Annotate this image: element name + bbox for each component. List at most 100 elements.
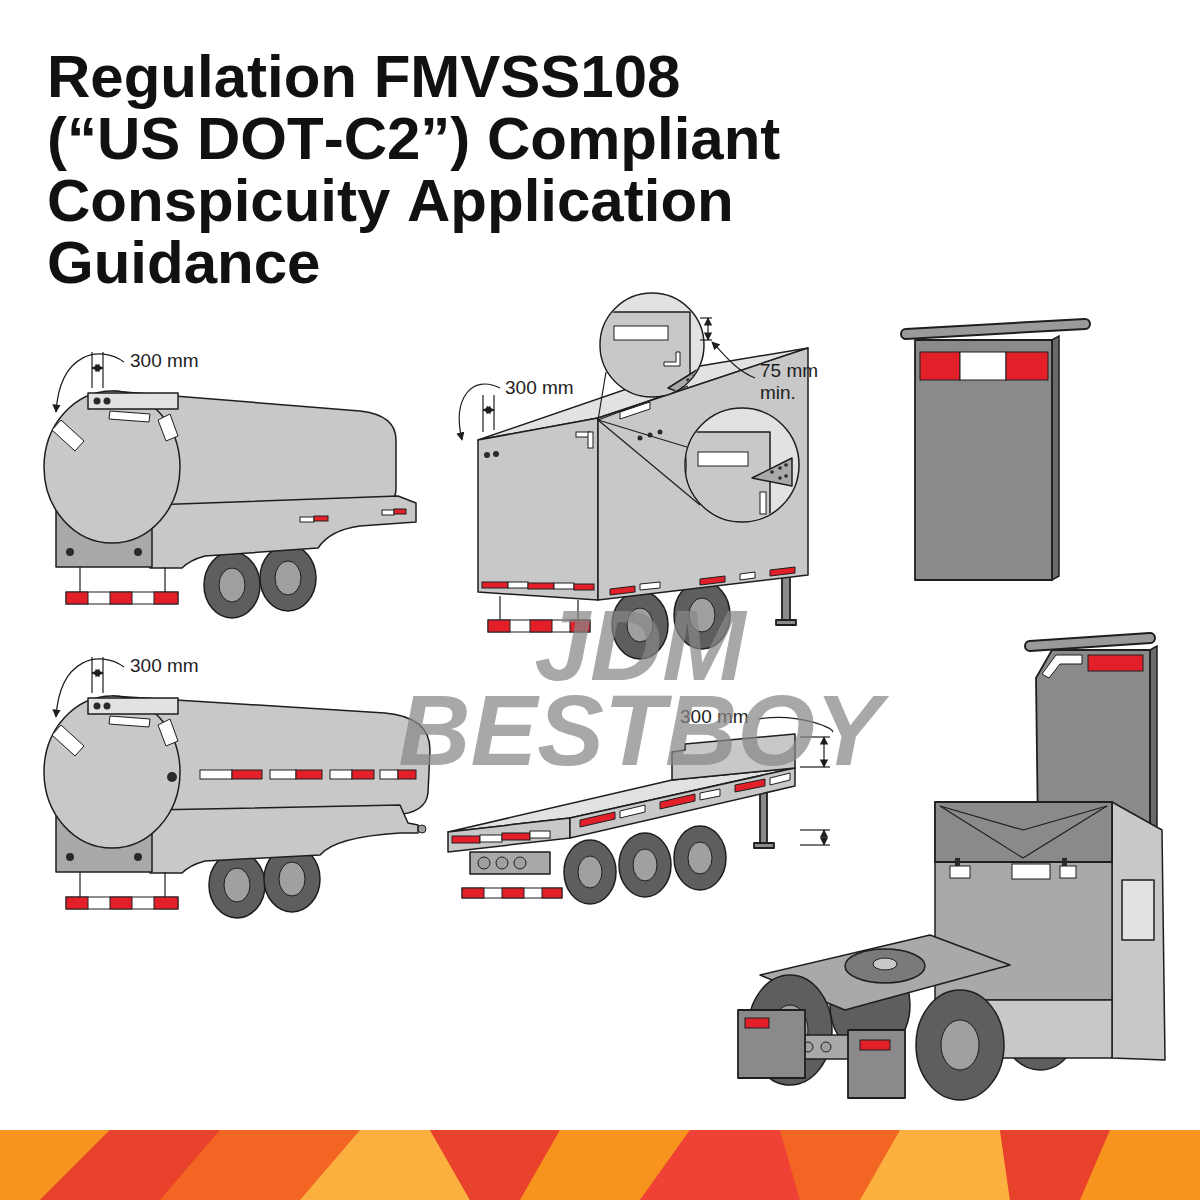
box-trailer-part-part: [698, 452, 748, 466]
tanker-trailer-part: [209, 852, 265, 918]
tanker-trailer-part: [330, 770, 352, 779]
tanker-trailer-part: [164, 567, 165, 592]
tanker-trailer-part: [52, 420, 84, 451]
tractor-unit-part: [745, 1018, 769, 1028]
box-trailer-part-part: [784, 463, 788, 467]
tanker-trailer-part: [109, 411, 150, 422]
box-trailer-part-part: [692, 374, 696, 378]
tanker-trailer-part: [270, 770, 296, 779]
mud-flap-part: [1006, 352, 1048, 380]
flatbed-trailer-part: [480, 835, 502, 842]
box-trailer-part-part: [664, 352, 680, 366]
box-trailer-part: [493, 451, 499, 457]
tanker-trailer-part: [167, 772, 177, 782]
box-trailer-part: [499, 596, 500, 620]
tanker-trailer-part: [158, 719, 178, 746]
tanker-trailer: [44, 352, 416, 618]
box-trailer-part: [770, 567, 795, 576]
tanker-trailer-part: [260, 545, 316, 611]
tanker-trailer-part: [158, 414, 178, 441]
flatbed-trailer-part: [674, 826, 726, 890]
tanker-trailer-part: [79, 872, 80, 897]
tanker-trailer-part: [232, 770, 262, 779]
flatbed-trailer-part: [800, 844, 830, 845]
tanker-trailer-part: [66, 897, 178, 909]
box-trailer-part: [640, 582, 660, 590]
mud-flap-part: [906, 324, 1085, 334]
tractor-unit-part: [1122, 880, 1154, 940]
tanker-trailer-part: [88, 698, 178, 714]
flatbed-trailer-part: [496, 857, 508, 869]
tanker-trailer-part: [382, 510, 394, 515]
box-trailer-part: [700, 317, 712, 318]
mud-flap-part: [915, 340, 1052, 580]
box-trailer-part: [600, 302, 700, 400]
tractor-unit-part: [873, 958, 897, 970]
tanker-trailer-part: [164, 872, 165, 897]
tanker-trailer-part: [296, 770, 322, 779]
tractor-unit-part: [1023, 806, 1107, 858]
tractor-unit-part: [738, 1010, 805, 1078]
flatbed-trailer-part: [754, 843, 774, 848]
dimension-label: 300 mm: [130, 655, 199, 677]
tractor-unit-part: [916, 990, 1004, 1100]
dimension-label-slot: 300 mm: [130, 655, 199, 677]
box-trailer-part: [712, 342, 755, 378]
tanker-trailer-part: [44, 391, 180, 543]
tanker-trailer-part: [110, 897, 132, 909]
flatbed-trailer-part: [502, 888, 524, 898]
flatbed-trailer-part: [448, 818, 570, 852]
flatbed-trailer-part: [823, 830, 824, 845]
mud-flap-part: [1030, 638, 1150, 646]
box-trailer-part-part: [784, 474, 788, 478]
tanker-trailer-part: [94, 398, 101, 405]
box-trailer-part: [482, 582, 508, 588]
tanker-trailer-part: [224, 868, 250, 902]
tanker-trailer-part: [104, 398, 111, 405]
dimension-label: 300 mm: [130, 350, 199, 372]
title: Regulation FMVSS108 (“US DOT-C2”) Compli…: [47, 46, 785, 294]
tanker-trailer-part: [352, 770, 374, 779]
flatbed-trailer-part: [620, 805, 645, 818]
dimension-label-slot: 75 mm min.: [760, 360, 830, 404]
flatbed-trailer-part: [462, 888, 484, 898]
box-trailer-part-part: [692, 384, 696, 388]
mud-flap-part: [1150, 646, 1157, 830]
mud-flap-part: [906, 324, 1085, 334]
box-trailer-part: [488, 620, 510, 632]
flatbed-trailer-part: [633, 849, 657, 881]
tanker-trailer-part: [66, 592, 88, 604]
tractor-unit-part: [1112, 802, 1165, 1060]
flatbed-trailer-part: [452, 836, 480, 843]
tanker-trailer-part: [56, 659, 124, 717]
dimension-label: 300 mm: [505, 377, 574, 399]
box-trailer-part: [588, 432, 593, 448]
tanker-trailer-part: [154, 592, 178, 604]
box-trailer-part-part: [680, 386, 684, 390]
flatbed-trailer-part: [619, 833, 671, 897]
box-trailer-part: [700, 576, 725, 585]
flatbed-trailer-part: [770, 773, 790, 785]
box-trailer-part-part: [760, 492, 766, 514]
box-trailer-part-part: [778, 476, 782, 480]
mud-flap-part: [1042, 655, 1082, 678]
tractor-unit-part: [1012, 864, 1050, 879]
box-trailer-part: [610, 586, 635, 595]
tractor-unit-part: [941, 1020, 979, 1070]
tanker-trailer-part: [219, 568, 245, 602]
mud-flap-part: [920, 352, 960, 380]
tanker-trailer-part: [200, 770, 232, 779]
tractor-unit-part: [955, 858, 960, 866]
box-trailer-part-part: [770, 470, 774, 474]
tanker-trailer-part: [418, 825, 426, 833]
tanker-trailer-part: [394, 509, 406, 514]
box-trailer-part: [554, 583, 574, 589]
tractor-unit-part: [848, 1030, 905, 1098]
tanker-trailer-part: [134, 548, 142, 556]
tanker-trailer-part: [110, 592, 132, 604]
box-trailer-part: [528, 583, 554, 589]
box-trailer-part: [638, 436, 643, 441]
tanker-trailer: [44, 657, 430, 918]
tanker-trailer-part: [66, 853, 74, 861]
mud-flap-part: [960, 352, 1006, 380]
